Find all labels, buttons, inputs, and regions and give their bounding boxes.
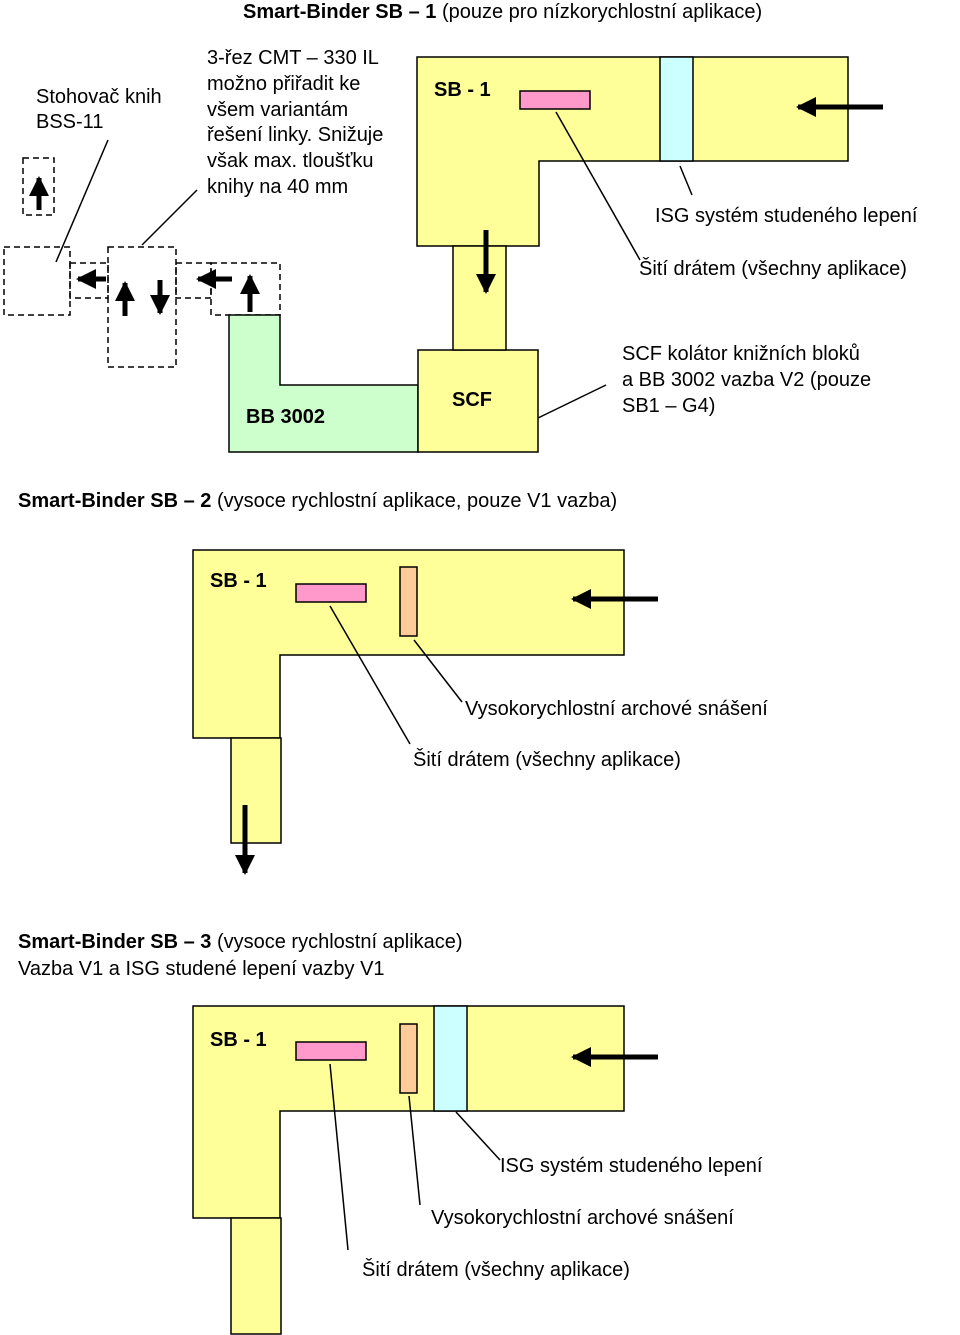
scf-label: SCF	[452, 389, 492, 411]
stitch-pointer-3	[329, 1063, 349, 1251]
stitch-label-2: Šití drátem (všechny aplikace)	[413, 748, 681, 771]
isg-module-1	[659, 56, 694, 162]
isg-module-3	[433, 1005, 468, 1112]
stitch-pointer-2	[329, 605, 411, 745]
isg-label-1: ISG systém studeného lepení	[655, 205, 918, 227]
bb3002-label: BB 3002	[246, 406, 325, 428]
sb1-label-1: SB - 1	[434, 79, 491, 101]
stitch-pointer-1	[555, 111, 641, 261]
stitching-module-2	[295, 583, 367, 603]
sb1-outlet-2	[230, 737, 282, 844]
feeder-label-3: Vysokorychlostní archové snášení	[431, 1207, 734, 1229]
stitching-module-3	[295, 1041, 367, 1061]
stacker-label: Stohovač knih BSS-11	[36, 86, 167, 133]
isg-pointer-3	[455, 1111, 501, 1161]
sb1-outlet-3	[230, 1217, 282, 1335]
stitching-module-1	[519, 90, 591, 110]
feeder-pointer-3	[408, 1095, 421, 1206]
sheet-feeder-module-3	[399, 1023, 418, 1094]
flow-arrows-sb2	[235, 589, 658, 875]
section-1: Smart-Binder SB – 1 (pouze pro nízkorych…	[3, 1, 918, 453]
sheet-feeder-module-2	[399, 566, 418, 637]
scf-description: SCF kolátor knižních bloků a BB 3002 vaz…	[622, 343, 877, 417]
trimmer-pointer-line	[141, 189, 198, 246]
bb3002-unit	[228, 314, 419, 453]
scf-pointer	[537, 384, 607, 419]
stitch-label-1: Šití drátem (všechny aplikace)	[639, 257, 907, 280]
section-1-title: Smart-Binder SB – 1 (pouze pro nízkorych…	[243, 1, 762, 23]
isg-pointer-1	[679, 165, 693, 196]
sb1-label-3: SB - 1	[210, 1029, 267, 1051]
section-3: Smart-Binder SB – 3 (vysoce rychlostní a…	[18, 931, 763, 1335]
feeder-pointer-2	[413, 639, 463, 703]
section-3-subtitle: Vazba V1 a ISG studené lepení vazby V1	[18, 958, 385, 980]
section-2: Smart-Binder SB – 2 (vysoce rychlostní a…	[18, 490, 768, 875]
stacker-pointer-line	[55, 139, 109, 263]
sb1-label-2: SB - 1	[210, 570, 267, 592]
stitch-label-3: Šití drátem (všechny aplikace)	[362, 1258, 630, 1281]
section-3-title: Smart-Binder SB – 3 (vysoce rychlostní a…	[18, 931, 463, 953]
flow-arrows-sb1	[476, 97, 883, 294]
trimmer-note: 3-řez CMT – 330 IL možno přiřadit ke vše…	[207, 47, 389, 198]
flow-arrows-left	[29, 176, 260, 316]
scf-unit	[417, 349, 539, 453]
isg-label-3: ISG systém studeného lepení	[500, 1155, 763, 1177]
section-2-title: Smart-Binder SB – 2 (vysoce rychlostní a…	[18, 490, 617, 512]
sb1-outlet-1	[452, 245, 507, 351]
feeder-label-2: Vysokorychlostní archové snášení	[465, 698, 768, 720]
